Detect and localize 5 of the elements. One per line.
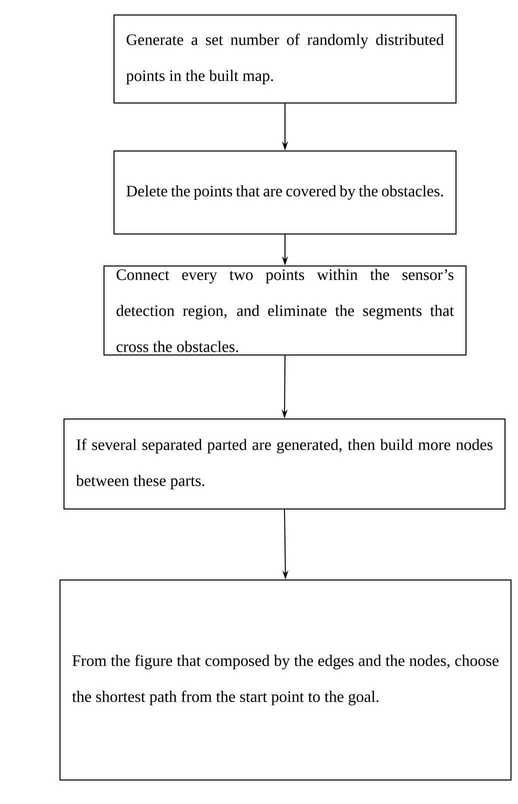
process-box: Generate a set number of randomly distributed points in the built map. bbox=[114, 14, 456, 104]
process-box: From the figure that composed by the edges and the nodes, choose the shortest path from the start point to the goal. bbox=[60, 580, 512, 780]
process-box: If several separated parted are generated, then build more nodes between these parts. bbox=[64, 418, 506, 510]
process-box: Delete the points that are covered by the obstacles. bbox=[114, 150, 456, 234]
process-box: Connect every two points within the sensor’s detection region, and eliminate the segments that cross the obstacles. bbox=[104, 266, 466, 356]
